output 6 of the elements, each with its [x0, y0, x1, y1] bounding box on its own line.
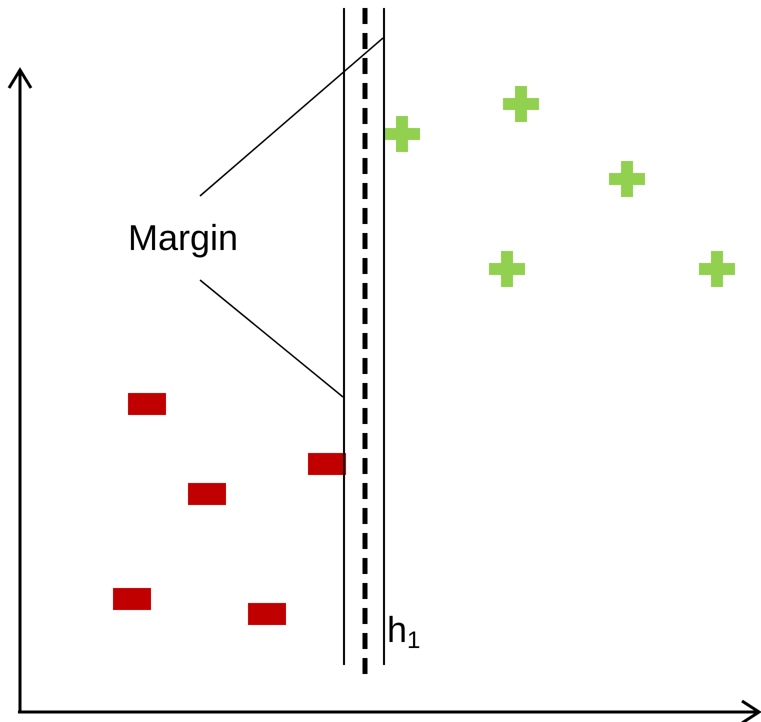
margin-line [343, 8, 345, 665]
margin-label: Margin [128, 196, 268, 280]
leader-line [200, 279, 344, 398]
margin-line [383, 8, 385, 665]
hyperplane-label: h$_{1}$ [387, 608, 420, 654]
leader-line [200, 37, 384, 197]
